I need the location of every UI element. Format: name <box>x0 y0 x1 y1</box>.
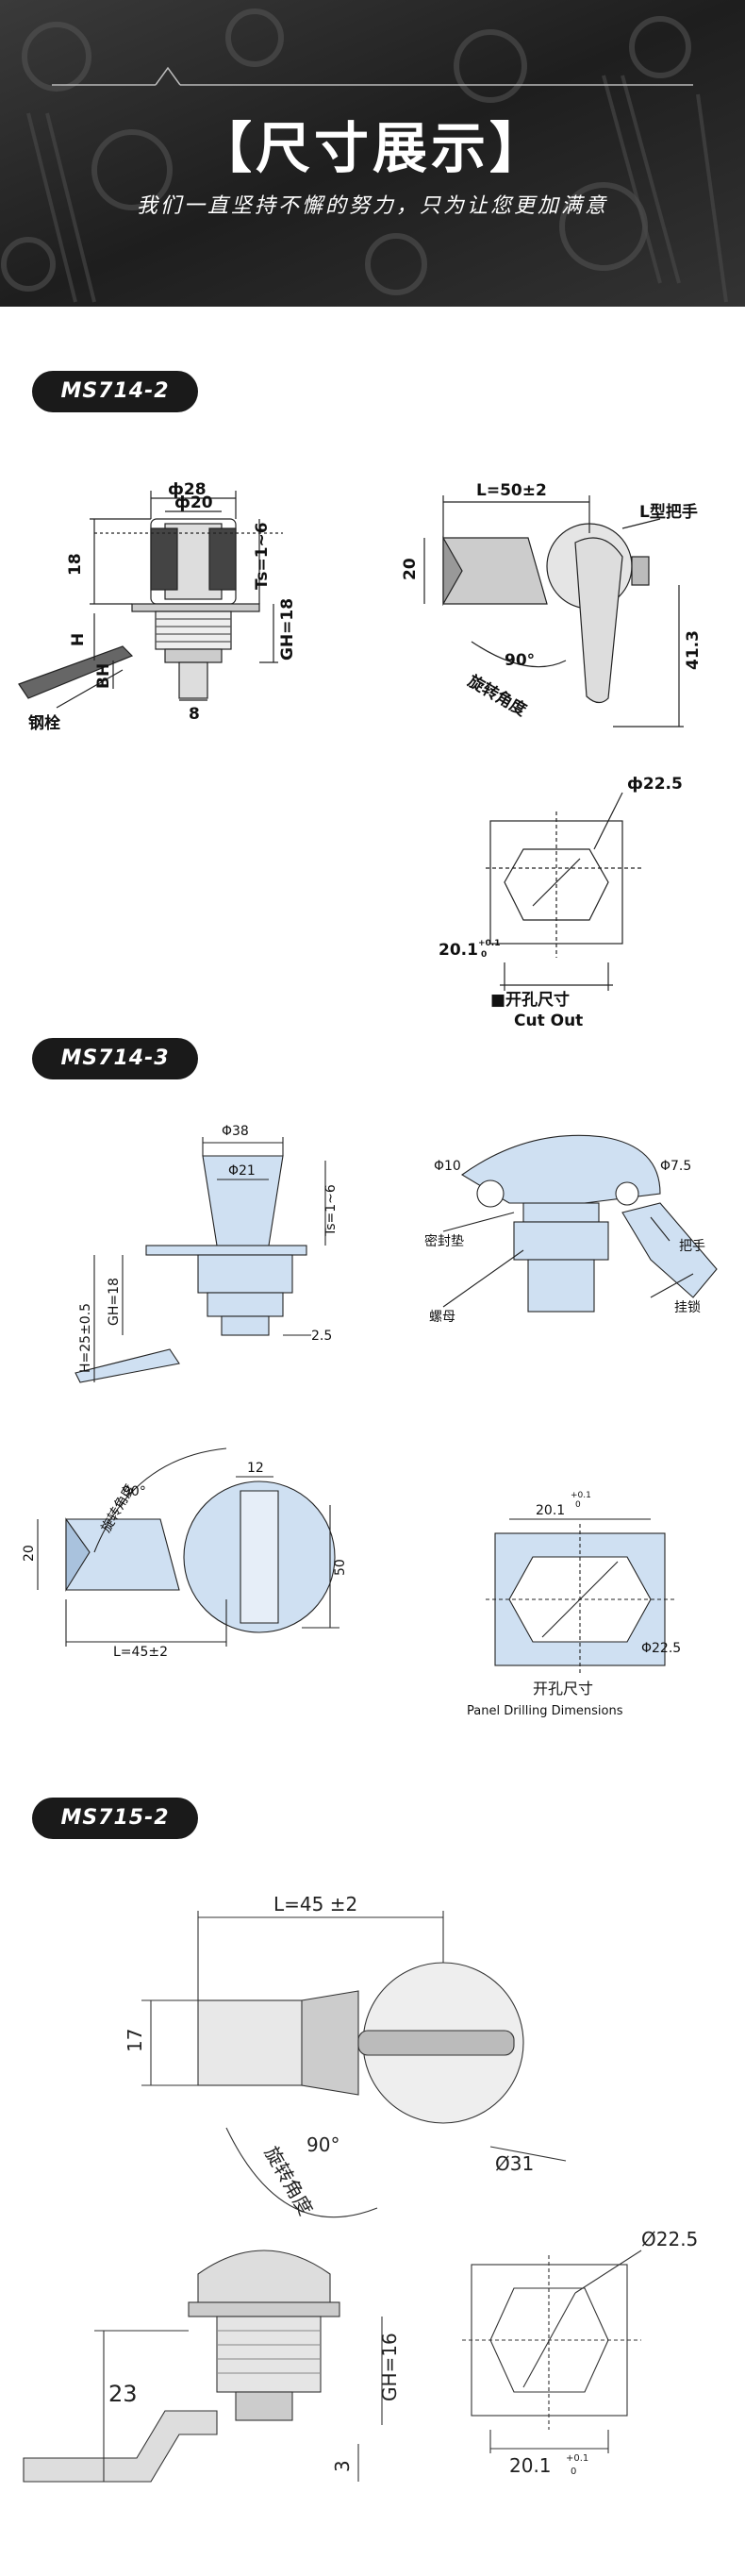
cutout-title-en: Cut Out <box>514 1012 583 1030</box>
cutout-title-cn: ■开孔尺寸 <box>490 990 570 1010</box>
dim-41-3: 41.3 <box>684 630 703 670</box>
ms715-2-top-view <box>141 1911 567 2218</box>
dim-cut-tol: +0.1 <box>478 939 500 948</box>
ms714-3-cutout-view <box>486 1518 674 1675</box>
dim-cut-tol-2: +0.1 <box>571 1491 591 1500</box>
dim-gh-3: GH=16 <box>378 2333 401 2401</box>
ms714-3-front-view <box>74 1137 326 1383</box>
ms715-2-front-view <box>23 2250 383 2483</box>
cutout-title-en-2: Panel Drilling Dimensions <box>467 1704 623 1718</box>
dim-17: 17 <box>124 2029 146 2052</box>
label-rotation-angle: 旋转角度 <box>464 671 531 721</box>
header-banner: 【尺寸展示】 我们一直坚持不懈的努力，只为让您更加满意 <box>0 0 745 307</box>
dim-12: 12 <box>247 1461 264 1476</box>
section-tag-ms714-3: MS714-3 <box>32 1038 198 1079</box>
label-nut: 螺母 <box>429 1310 455 1325</box>
dim-ts: Ts=1~6 <box>253 522 272 590</box>
dim-length: L=50±2 <box>476 481 547 500</box>
ms714-2-dimension-drawing: ф28 ф20 18 Ts=1~6 GH=18 H BH 8 钢栓 L=50±2… <box>18 480 703 1030</box>
dim-3: 3 <box>331 2460 354 2472</box>
dim-cut-phi-2: Φ22.5 <box>641 1641 681 1656</box>
section-tag-ms714-2: MS714-2 <box>32 371 198 412</box>
dim-phi10: Φ10 <box>434 1159 461 1174</box>
dim-phi21: Φ21 <box>228 1163 256 1179</box>
label-steel-pin: 钢栓 <box>28 713 60 733</box>
dim-23: 23 <box>108 2381 138 2407</box>
cutout-title-cn-2: 开孔尺寸 <box>533 1680 593 1698</box>
dim-ts-2: Ts=1~6 <box>323 1184 339 1237</box>
ms715-2-cutout-view <box>462 2250 642 2453</box>
dim-bh: BH <box>94 663 113 689</box>
ms714-3-side-view <box>37 1447 339 1647</box>
dim-cut-tol-3: +0.1 <box>566 2453 588 2464</box>
label-seal: 密封垫 <box>424 1233 464 1249</box>
ms715-2-dimension-drawing: L=45 ±2 17 90° 旋转角度 Ø31 23 GH=16 3 Ø22.5… <box>23 1893 698 2483</box>
dim-2-5: 2.5 <box>311 1329 332 1344</box>
dim-cut-phi: ф22.5 <box>627 775 683 794</box>
banner-title: 【尺寸展示】 <box>196 116 548 180</box>
dim-20-2: 20 <box>22 1545 37 1562</box>
dim-length-3: L=45 ±2 <box>273 1893 357 1915</box>
ms714-3-dimension-drawing: Φ38 Φ21 Ts=1~6 GH=18 H=25±0.5 2.5 Φ10 Φ7… <box>22 1124 718 1718</box>
dim-cut-tol2-3: 0 <box>571 2467 576 2477</box>
dim-8: 8 <box>189 705 200 724</box>
dim-phi28: ф28 <box>168 480 207 499</box>
dim-18: 18 <box>66 553 85 576</box>
banner-subtitle: 我们一直坚持不懈的努力，只为让您更加满意 <box>136 194 608 218</box>
section-tag-ms715-2: MS715-2 <box>32 1798 198 1839</box>
banner-background-texture <box>0 0 745 307</box>
label-90deg-2: 90° <box>123 1484 146 1499</box>
dim-phi20: ф20 <box>174 493 213 512</box>
dim-cut-width-2: 20.1 <box>536 1503 565 1518</box>
ms714-3-detail-view <box>442 1134 718 1313</box>
ms714-2-cutout-view <box>486 792 641 991</box>
dim-phi31: Ø31 <box>495 2152 534 2175</box>
dim-cut-tol2-2: 0 <box>575 1500 581 1510</box>
dim-cut-phi-3: Ø22.5 <box>641 2228 698 2250</box>
label-handle: 把手 <box>679 1239 705 1254</box>
dim-phi7-5: Φ7.5 <box>660 1159 691 1174</box>
dim-cut-width: 20.1 <box>439 941 478 960</box>
dim-phi38: Φ38 <box>222 1124 249 1139</box>
dim-h-2: H=25±0.5 <box>78 1303 93 1373</box>
ms714-2-side-view <box>423 495 684 728</box>
label-90deg: 90° <box>505 651 535 670</box>
dim-h: H <box>69 633 88 646</box>
label-latch: 挂锁 <box>674 1300 701 1315</box>
dim-gh: GH=18 <box>278 598 297 661</box>
ms714-2-front-view <box>18 491 283 709</box>
dim-gh-2: GH=18 <box>107 1278 122 1326</box>
dim-50: 50 <box>333 1559 348 1576</box>
dim-20: 20 <box>401 558 420 580</box>
dim-cut-tol2: 0 <box>481 950 487 960</box>
label-90deg-3: 90° <box>306 2133 339 2156</box>
dim-length-2: L=45±2 <box>113 1645 168 1660</box>
dim-cut-width-3: 20.1 <box>509 2454 552 2477</box>
label-l-handle: L型把手 <box>639 502 698 522</box>
